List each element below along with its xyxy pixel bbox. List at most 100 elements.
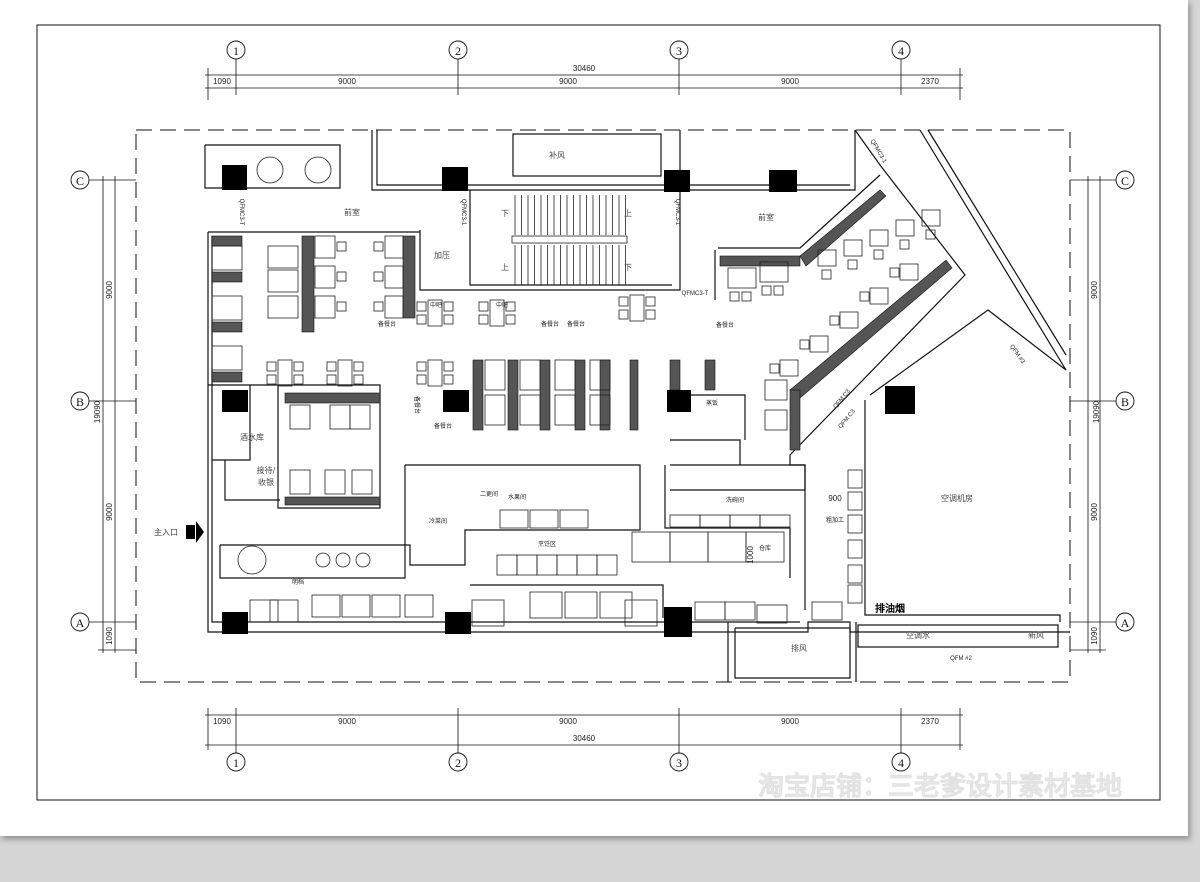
door-label-3: QFMC3-1 — [674, 199, 680, 226]
grid-bubbles — [70, 40, 1135, 772]
grid-label-a: A — [76, 616, 85, 630]
chair — [373, 241, 384, 252]
grid-label-1-bottom: 1 — [233, 756, 239, 770]
dim-left-1: 9000 — [105, 281, 114, 299]
table — [869, 229, 889, 247]
chair — [416, 314, 427, 325]
label-serving-4: 备餐台 — [716, 321, 734, 329]
table — [484, 394, 506, 426]
dim-bottom-2: 9000 — [338, 717, 356, 726]
table — [759, 514, 791, 528]
table — [589, 359, 611, 391]
table — [427, 299, 443, 327]
chair — [353, 361, 364, 372]
label-rough-processing: 粗加工 — [826, 516, 844, 524]
chair — [821, 269, 832, 280]
table — [669, 531, 709, 563]
fan-unit — [304, 156, 332, 184]
dim-900: 900 — [828, 494, 842, 503]
table — [764, 409, 788, 431]
table — [839, 311, 859, 329]
table — [811, 601, 843, 621]
label-middle-bar-1: 中吧 — [430, 301, 442, 309]
table — [624, 599, 658, 627]
chair — [266, 374, 277, 385]
dim-right-2: 9000 — [1090, 503, 1099, 521]
label-serving-3: 备餐台 — [567, 320, 585, 328]
dim-left-2: 9000 — [105, 503, 114, 521]
table — [745, 531, 785, 563]
chair — [741, 291, 752, 302]
grid-label-2-bottom: 2 — [455, 756, 461, 770]
chair — [266, 361, 277, 372]
chair — [416, 361, 427, 372]
chair — [443, 374, 454, 385]
table — [489, 299, 505, 327]
label-cooking-area: 烹饪区 — [538, 540, 556, 548]
table — [519, 359, 541, 391]
table — [817, 249, 837, 267]
label-reception-2: 收银 — [258, 477, 274, 487]
door-label-9: QFM #2 — [950, 656, 972, 662]
label-fresh-air: 新风 — [1028, 630, 1044, 640]
table — [899, 263, 919, 281]
grid-label-b: B — [76, 395, 84, 409]
dim-top-1: 1090 — [213, 77, 231, 86]
grid-label-1: 1 — [233, 44, 239, 58]
table — [596, 554, 618, 576]
dim-top-2: 9000 — [338, 77, 356, 86]
chair — [373, 271, 384, 282]
chair — [443, 361, 454, 372]
chair — [326, 361, 337, 372]
table — [249, 599, 279, 623]
furniture — [211, 156, 941, 627]
table — [756, 604, 788, 624]
table — [519, 394, 541, 426]
table — [427, 359, 443, 387]
chair — [353, 374, 364, 385]
chair — [416, 374, 427, 385]
table — [589, 394, 611, 426]
chair — [618, 309, 629, 320]
chair — [925, 229, 936, 240]
chair — [859, 291, 870, 302]
dim-top-4: 9000 — [781, 77, 799, 86]
chair — [505, 301, 516, 312]
grid-label-3-bottom: 3 — [676, 756, 682, 770]
chair — [899, 239, 910, 250]
table — [371, 594, 401, 618]
grid-label-a-right: A — [1121, 616, 1130, 630]
chair — [478, 314, 489, 325]
table — [576, 554, 598, 576]
table — [556, 554, 578, 576]
table — [764, 379, 788, 401]
table — [847, 514, 863, 534]
chair — [618, 296, 629, 307]
table — [471, 599, 505, 627]
door-label-4: QFMC3-1 — [869, 139, 888, 165]
table — [847, 584, 863, 604]
table — [895, 219, 915, 237]
table — [847, 469, 863, 489]
chair — [761, 285, 772, 296]
chair — [443, 301, 454, 312]
chair — [293, 374, 304, 385]
label-stair-up-2: 上 — [501, 263, 509, 272]
table — [289, 404, 311, 430]
table — [707, 531, 747, 563]
label-wine-storage: 酒水库 — [240, 432, 264, 442]
chair — [769, 363, 780, 374]
label-serving-2: 备餐台 — [541, 320, 559, 328]
label-changing-room: 二更间 — [480, 490, 498, 498]
dim-left-3: 1090 — [105, 627, 114, 645]
table — [694, 601, 726, 621]
table — [554, 359, 576, 391]
label-exhaust: 排风 — [791, 643, 807, 653]
chair — [847, 259, 858, 270]
table — [724, 601, 756, 621]
table — [211, 245, 243, 271]
table — [843, 239, 863, 257]
table — [314, 265, 336, 289]
table — [351, 469, 373, 495]
site-boundary — [135, 129, 1071, 683]
